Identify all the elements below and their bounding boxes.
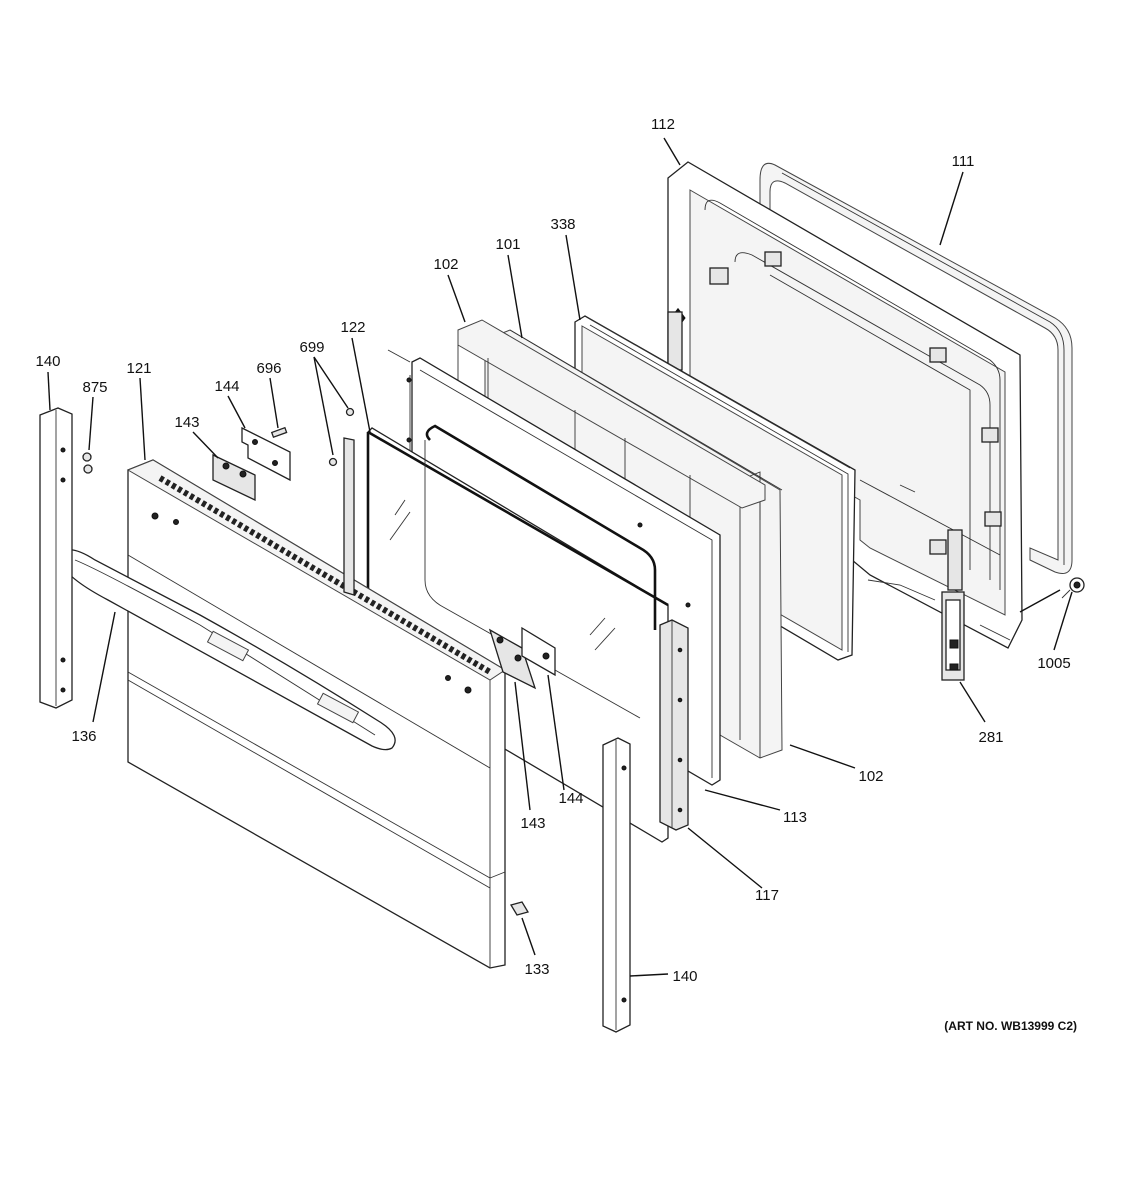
callout-875: 875 — [82, 379, 107, 396]
callout-111: 111 — [952, 153, 975, 170]
callout-122: 122 — [340, 319, 365, 336]
leader-338 — [565, 234, 581, 321]
leader-696 — [269, 377, 279, 429]
callout-144-top: 144 — [214, 378, 239, 395]
callout-696: 696 — [256, 360, 281, 377]
callout-112: 112 — [651, 116, 675, 133]
part-136-door-handle — [61, 549, 396, 751]
leader-699-a — [313, 356, 334, 456]
leader-122 — [351, 337, 371, 433]
leader-1005 — [1053, 591, 1073, 651]
leader-140-bottom — [629, 973, 669, 977]
callout-113: 113 — [783, 809, 807, 826]
part-111-door-gasket — [759, 162, 1073, 574]
leader-1005-b — [1019, 589, 1061, 613]
part-117-side-channel — [659, 619, 689, 831]
part-875-screws — [82, 452, 93, 474]
callout-102-top: 102 — [433, 256, 458, 273]
leader-281 — [959, 681, 986, 723]
leader-102-bottom — [789, 744, 856, 769]
part-144-hinge-bracket-bottom — [521, 626, 556, 677]
part-699-small-clip — [343, 437, 355, 596]
callout-136: 136 — [71, 728, 96, 745]
callout-133: 133 — [524, 961, 549, 978]
part-281-hinge — [941, 591, 965, 681]
callout-1005: 1005 — [1037, 655, 1070, 672]
leader-144-top — [227, 395, 246, 429]
callout-338: 338 — [550, 216, 575, 233]
callout-144-bottom: 144 — [558, 790, 583, 807]
leader-111 — [939, 171, 964, 246]
callout-121: 121 — [126, 360, 151, 377]
leader-lines — [47, 137, 1073, 977]
callout-143-top: 143 — [174, 414, 199, 431]
part-140-side-trim-right — [602, 737, 631, 1033]
leader-133 — [521, 917, 536, 956]
callout-699: 699 — [299, 339, 324, 356]
part-143-hinge-plate-bottom — [488, 628, 537, 690]
part-143-hinge-plate-top — [212, 453, 256, 502]
part-1005-screw — [1061, 577, 1085, 599]
part-133-badge — [510, 901, 529, 916]
part-699-screws — [328, 407, 355, 467]
callout-143-bottom: 143 — [520, 815, 545, 832]
part-112-inner-door-frame — [667, 161, 1023, 649]
leader-140-left — [47, 371, 51, 411]
leader-101 — [507, 254, 523, 339]
callout-labels: 112 111 338 101 102 122 699 696 144 143 … — [35, 116, 1070, 985]
leader-102-top — [447, 274, 466, 323]
leader-699-b — [313, 356, 349, 409]
art-number: (ART NO. WB13999 C2) — [944, 1019, 1077, 1033]
leader-117 — [687, 827, 763, 889]
leader-112 — [663, 137, 681, 166]
leader-143-bottom — [514, 681, 531, 811]
part-140-side-trim-left — [39, 407, 73, 709]
callout-117: 117 — [755, 887, 779, 904]
leader-113 — [704, 789, 781, 811]
callout-140-bottom: 140 — [672, 968, 697, 985]
leader-875 — [88, 396, 94, 451]
callout-140-left: 140 — [35, 353, 60, 370]
callout-281: 281 — [978, 729, 1003, 746]
callout-101: 101 — [495, 236, 520, 253]
leader-144-bottom — [547, 674, 565, 791]
part-696-pin — [270, 426, 288, 439]
part-144-hinge-bracket-top — [241, 426, 291, 482]
callout-102-bottom: 102 — [858, 768, 883, 785]
leader-121 — [139, 377, 146, 461]
leader-136 — [92, 611, 116, 723]
leader-143-top — [192, 431, 219, 459]
